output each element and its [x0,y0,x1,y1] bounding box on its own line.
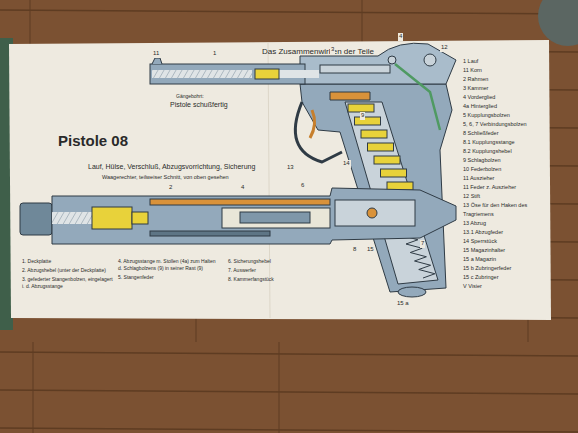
text-column: 1 Lauf11 Korn2 Rahmen3 Kammer4 Vordergli… [463,57,547,291]
part-name: 4a Hinterglied [463,102,547,111]
paper-sheet [9,40,551,320]
part-name: V Visier [463,282,547,291]
part-name: 1. Deckplatte [22,258,114,265]
callout-number: 1 [212,50,217,58]
callout-number: 4 [240,184,245,192]
part-name: 4 Vorderglied [463,93,547,102]
part-name: 12 Stift [463,192,547,201]
part-name: 3 Kammer [463,84,547,93]
part-name: 8. Kammerfangstück [228,276,320,283]
part-name: 11 Feder z. Auszieher [463,183,547,192]
part-name: 3. gefederter Stangenbolzen, eingelagert… [22,276,114,289]
part-name: 10 Federbolzen [463,165,547,174]
part-name: 9 Schlagbolzen [463,156,547,165]
part-name: 11 Korn [463,66,547,75]
part-name: 5 Kupplungsbolzen [463,111,547,120]
part-name: 2. Abzugshebel (unter der Deckplatte) [22,267,114,274]
caption-text: Pistole schußfertig [170,101,228,110]
part-name: 5, 6, 7 Verbindungsbolzen [463,120,547,129]
caption-text: Gängebohrt: [176,93,204,99]
part-name: 5. Stangenfeder [118,274,220,281]
callout-number: 14 [342,160,351,168]
part-name: 13 Abzug [463,219,547,228]
callout-number: 3 [330,46,335,54]
text-column: 1. Deckplatte 2. Abzugshebel (unter der D… [22,258,114,292]
part-name: 8.1 Kupplungsstange [463,138,547,147]
lower-pistol-section [20,188,456,244]
callout-number: 15 [366,246,375,254]
title: Pistole 08 [58,132,128,151]
callout-number: 11 [152,50,160,58]
part-name: 15 a Magazin [463,255,547,264]
caption-text: Lauf, Hülse, Verschluß, Abzugsvorrichtun… [88,163,255,172]
part-name: 8.2 Kupplungshebel [463,147,547,156]
part-name: 13.1 Abzugfeder [463,228,547,237]
text-column: 6. Sicherungshebel 7. Auswerfer 8. Kammerf… [228,258,320,285]
part-name: 8 Schließfeder [463,129,547,138]
part-name: 6. Sicherungshebel [228,258,320,265]
callout-number: 9 [360,112,365,120]
callout-number: 4 [398,33,403,41]
caption-text: Waagerechter, teilweiser Schnitt, von ob… [102,174,229,181]
part-name: 15 b Zubringerfeder [463,264,547,273]
part-name: 7. Auswerfer [228,267,320,274]
callout-number: 2 [168,184,173,192]
part-name: 2 Rahmen [463,75,547,84]
part-name: 14 Sperrstück [463,237,547,246]
part-name: 11 Auszieher [463,174,547,183]
text-column: 4. Abzugsstange m. Stollen (4a) zum Halt… [118,258,220,283]
callout-number: 7 [420,240,425,248]
part-name: 15 Magazinhalter [463,246,547,255]
callout-number: 13 [286,164,295,172]
callout-number: 12 [440,44,449,52]
part-name: 13 Öse für den Haken des Tragriemens [463,201,547,218]
callout-number: 8 [352,246,357,254]
callout-number: 15 a [396,300,410,308]
part-name: 15 c Zubringer [463,273,547,282]
caption-text: Das Zusammenwirken der Teile [262,47,374,57]
corner-object [538,0,578,46]
part-name: 4. Abzugsstange m. Stollen (4a) zum Halt… [118,258,220,271]
part-name: 1 Lauf [463,57,547,66]
callout-number: 6 [300,182,305,190]
